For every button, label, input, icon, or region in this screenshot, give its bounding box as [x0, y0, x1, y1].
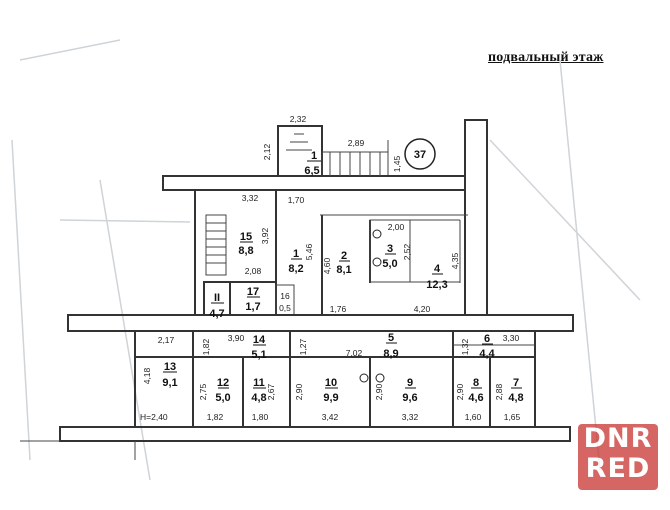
dimension: 2,67: [266, 383, 276, 400]
dimension: 4,35: [450, 252, 460, 269]
dimension: 1,82: [201, 338, 211, 355]
dimension: 3,30: [503, 333, 520, 343]
floor-title: подвальный этаж: [488, 50, 604, 65]
dimension: 7,02: [346, 348, 363, 358]
room-area: 4,4: [479, 348, 495, 360]
room-id: 13: [164, 361, 176, 373]
background-lines: [11, 39, 641, 481]
dimension: 2,08: [245, 266, 262, 276]
dimension: 2,32: [290, 114, 307, 124]
room-id: 3: [387, 243, 393, 255]
watermark-line-2: RED: [585, 453, 651, 484]
room-area: 9,6: [402, 392, 417, 404]
room-area: 4,6: [468, 392, 483, 404]
room-area: 8,8: [238, 245, 253, 257]
room-id: 4: [434, 263, 441, 275]
room-id: 6: [484, 333, 490, 345]
dimension: 2,89: [348, 138, 365, 148]
dimension: 2,75: [198, 383, 208, 400]
room-area: 5,0: [382, 258, 397, 270]
dimension: 2,17: [158, 335, 175, 345]
room-area: 8,1: [336, 264, 351, 276]
dimension: 2,88: [494, 383, 504, 400]
room-area: 8,9: [383, 348, 398, 360]
room-id: 5: [388, 332, 394, 344]
fixtures: [359, 229, 385, 383]
room-labels: 1 6,5 15 8,8 1 8,2 2 8,1 3 5,0 4 12,3 17…: [162, 150, 523, 404]
room-id: 11: [253, 377, 265, 389]
room-area: 9,9: [323, 392, 338, 404]
dimension: 2,12: [262, 143, 272, 160]
room-id: 15: [240, 231, 252, 243]
dimension: 3,92: [260, 227, 270, 244]
dimension: 4,60: [322, 257, 332, 274]
room-id: 2: [341, 250, 347, 262]
room-id: II: [214, 292, 220, 304]
dimension: 2,52: [402, 243, 412, 260]
watermark-logo: DNR RED: [578, 424, 658, 490]
room-area: 12,3: [426, 279, 447, 291]
room-id: 10: [325, 377, 337, 389]
dimension: 4,18: [142, 367, 152, 384]
dimension: 1,27: [298, 338, 308, 355]
room-id: 9: [407, 377, 413, 389]
room-area: 1,7: [245, 301, 260, 313]
dimension: 1,80: [252, 412, 269, 422]
room-area: 4,7: [209, 308, 224, 320]
dimension: 1,70: [288, 195, 305, 205]
dimension: 1,45: [392, 155, 402, 172]
room-area: 8,2: [288, 263, 303, 275]
dimension: 1,60: [465, 412, 482, 422]
room-id: 1: [311, 150, 317, 162]
room-area: 5,1: [251, 349, 266, 361]
room-area: 5,0: [215, 392, 230, 404]
room-area: 4,8: [251, 392, 266, 404]
dimension: 1,32: [460, 338, 470, 355]
dimension-labels: 2,32 2,12 2,89 1,45 3,32 1,70 3,92 5,46 …: [142, 114, 521, 422]
dimension: 2,90: [374, 383, 384, 400]
room-area: 6,5: [304, 165, 319, 177]
room-area: 4,8: [508, 392, 523, 404]
room-id: 7: [513, 377, 519, 389]
dimension: 1,65: [504, 412, 521, 422]
room-id: 1: [293, 248, 299, 260]
dimension: 3,90: [228, 333, 245, 343]
dimension: 3,32: [242, 193, 259, 203]
dimension: 2,00: [388, 222, 405, 232]
room-id: 8: [473, 377, 479, 389]
dimension: 1,82: [207, 412, 224, 422]
dimension: 1,76: [330, 304, 347, 314]
id-underlines: [163, 160, 522, 389]
room-area: 9,1: [162, 377, 177, 389]
room-id: 14: [253, 334, 266, 346]
building-number-circle: [404, 138, 436, 170]
dimension: 2,90: [294, 383, 304, 400]
room-id: 12: [217, 377, 229, 389]
dimension: 3,42: [322, 412, 339, 422]
walls: [20, 119, 574, 460]
dimension: 5,46: [304, 243, 314, 260]
ceiling-height-label: H=2,40: [140, 412, 168, 422]
dimension: 3,32: [402, 412, 419, 422]
room-id: 16: [280, 291, 290, 301]
room-area: 0,5: [279, 303, 291, 313]
room-id: 17: [247, 286, 259, 298]
watermark-line-1: DNR: [583, 423, 653, 454]
building-number: 37: [414, 149, 426, 161]
dimension: 4,20: [414, 304, 431, 314]
dimension: 2,90: [455, 383, 465, 400]
